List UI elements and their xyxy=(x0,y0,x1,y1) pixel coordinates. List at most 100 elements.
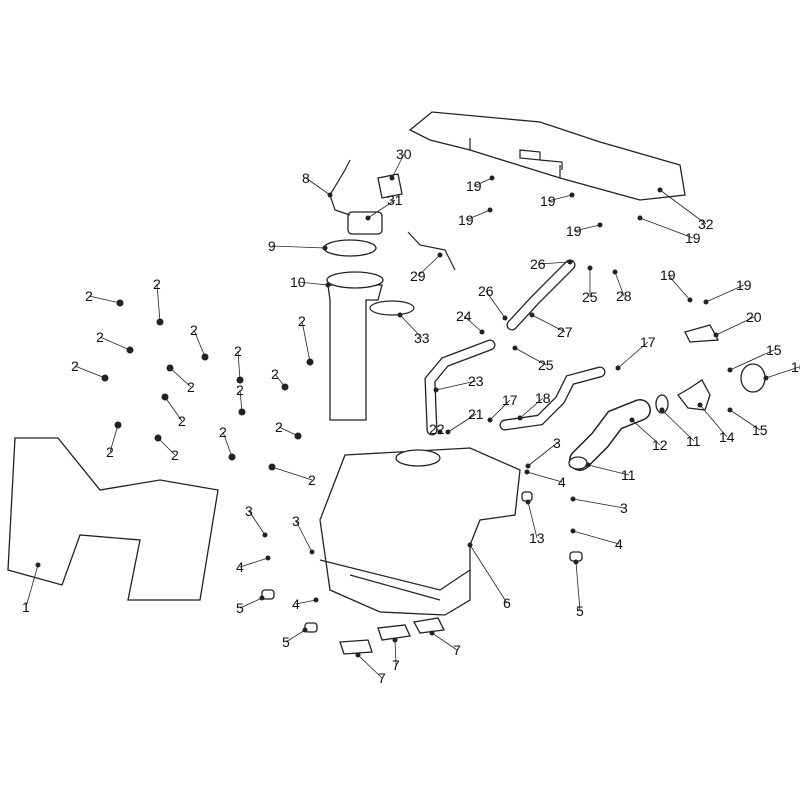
leader-line xyxy=(222,431,233,458)
callout-2: 2 xyxy=(271,366,279,382)
callout-21: 21 xyxy=(468,406,484,422)
leader-line xyxy=(469,544,508,604)
callout-11: 11 xyxy=(686,433,701,449)
callout-2: 2 xyxy=(308,472,316,488)
callout-3: 3 xyxy=(553,435,561,451)
callout-7: 7 xyxy=(392,657,400,673)
callout-1: 1 xyxy=(22,599,30,615)
leader-line xyxy=(447,413,477,433)
callout-4: 4 xyxy=(292,596,300,612)
grommet-13 xyxy=(521,491,533,502)
leader-line xyxy=(157,437,176,456)
pad-7b xyxy=(377,624,411,641)
leader-line xyxy=(572,530,620,545)
callout-5: 5 xyxy=(236,600,244,616)
grommet-5a xyxy=(261,589,275,600)
callout-11: 11 xyxy=(621,467,636,483)
callout-17: 17 xyxy=(502,392,518,408)
leader-line xyxy=(661,409,695,442)
leader-line xyxy=(285,629,306,643)
leader-line xyxy=(519,397,544,419)
lock-ring-9 xyxy=(323,239,377,257)
leader-line xyxy=(391,153,405,179)
callout-6: 6 xyxy=(503,595,511,611)
leader-line xyxy=(74,365,106,379)
callout-18: 18 xyxy=(535,390,551,406)
clamp-11 xyxy=(655,394,669,414)
fuel-tank-6 xyxy=(319,447,521,616)
leader-line xyxy=(547,194,573,202)
skid-plate-32 xyxy=(408,111,686,201)
callout-15: 15 xyxy=(752,422,768,438)
leader-line xyxy=(527,501,538,539)
callout-31: 31 xyxy=(387,192,403,208)
callout-19: 19 xyxy=(660,267,676,283)
clamp-30 xyxy=(377,173,403,199)
leader-line xyxy=(485,290,506,319)
pump-flange xyxy=(326,271,384,289)
callout-2: 2 xyxy=(106,444,114,460)
leader-line xyxy=(729,349,775,371)
callout-25: 25 xyxy=(582,289,598,305)
leader-line xyxy=(765,366,800,379)
leader-line xyxy=(164,396,183,422)
callout-26: 26 xyxy=(478,283,494,299)
callout-3: 3 xyxy=(292,513,300,529)
leader-line xyxy=(271,245,326,249)
leader-line xyxy=(301,320,311,363)
callout-24: 24 xyxy=(456,308,472,324)
panel-1 xyxy=(7,437,219,601)
leader-line xyxy=(278,426,299,437)
callout-2: 2 xyxy=(187,379,195,395)
leader-line xyxy=(435,380,477,391)
leader-line xyxy=(295,599,317,605)
leader-line xyxy=(169,367,192,388)
callout-2: 2 xyxy=(96,329,104,345)
leader-line xyxy=(99,336,131,351)
leader-line xyxy=(463,315,483,333)
callout-29: 29 xyxy=(410,268,426,284)
callout-2: 2 xyxy=(178,413,186,429)
leader-line xyxy=(526,471,563,483)
callout-2: 2 xyxy=(190,322,198,338)
callout-22: 22 xyxy=(429,421,445,437)
callout-7: 7 xyxy=(378,670,386,686)
filler-neck-14 xyxy=(677,379,711,411)
leader-line xyxy=(239,389,243,413)
leader-line xyxy=(531,314,566,333)
leader-line xyxy=(109,424,119,453)
tank-neck xyxy=(395,449,441,467)
leader-line xyxy=(248,510,266,536)
callout-2: 2 xyxy=(275,419,283,435)
leader-line xyxy=(156,283,161,323)
callout-27: 27 xyxy=(557,324,573,340)
leader-line xyxy=(431,632,458,651)
leader-line xyxy=(573,224,601,232)
leader-line xyxy=(572,498,625,509)
pad-7a xyxy=(339,639,373,655)
leader-line xyxy=(473,177,493,187)
callout-19: 19 xyxy=(736,277,752,293)
callout-2: 2 xyxy=(236,382,244,398)
callout-2: 2 xyxy=(219,424,227,440)
callout-5: 5 xyxy=(282,634,290,650)
leader-line xyxy=(575,561,581,612)
callout-2: 2 xyxy=(85,288,93,304)
callout-2: 2 xyxy=(171,447,179,463)
callout-2: 2 xyxy=(71,358,79,374)
callout-32: 32 xyxy=(698,216,714,232)
leader-line xyxy=(659,189,707,225)
leader-lines xyxy=(25,153,800,679)
fuel-pump-10 xyxy=(327,284,383,421)
callout-20: 20 xyxy=(746,309,762,325)
leader-line xyxy=(614,271,625,297)
clamp-11b xyxy=(568,456,588,470)
leader-line xyxy=(305,177,331,196)
leader-line xyxy=(705,284,745,303)
callout-33: 33 xyxy=(414,330,430,346)
callout-25: 25 xyxy=(538,357,554,373)
fuel-line-29 xyxy=(407,231,456,271)
callout-3: 3 xyxy=(620,500,628,516)
callout-9: 9 xyxy=(268,238,276,254)
